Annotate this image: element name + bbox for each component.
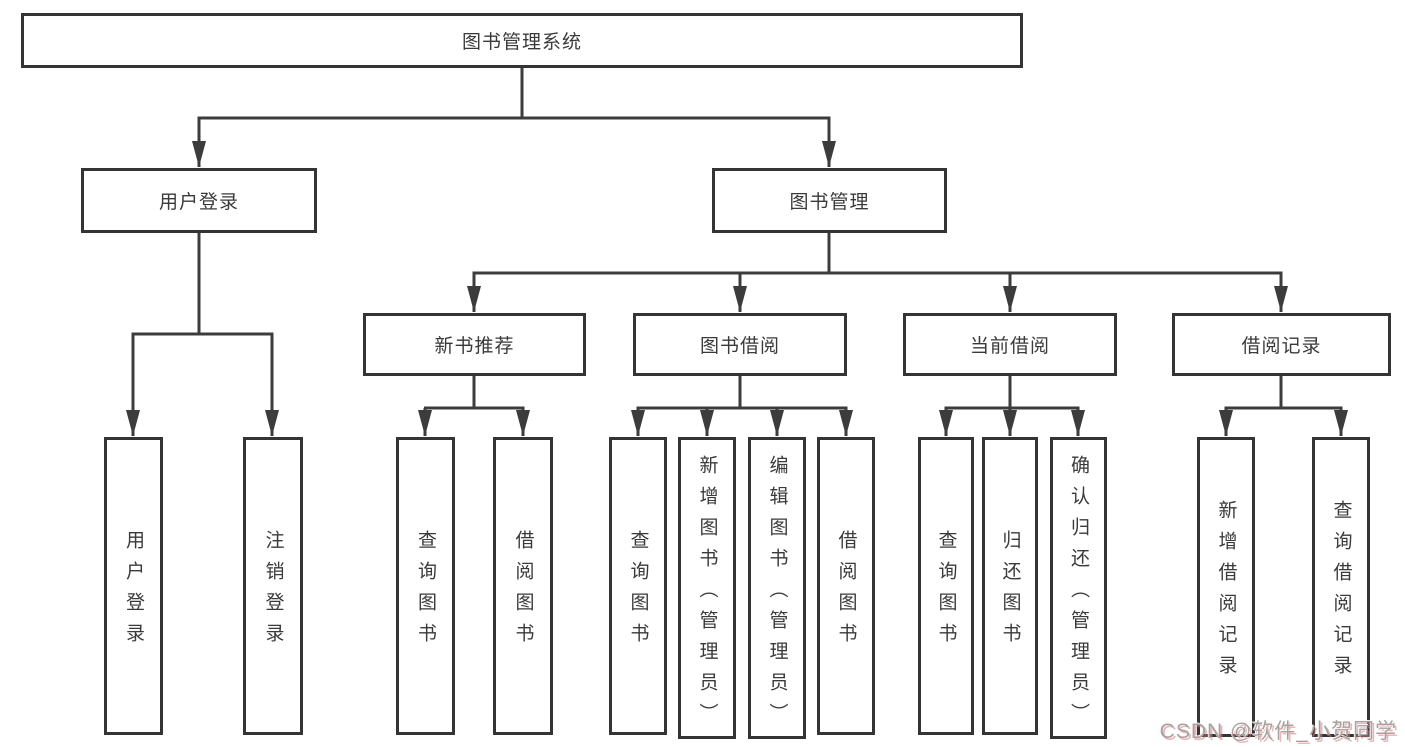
leaf-query-borrow-record: 查询借阅记录 [1312, 437, 1370, 737]
leaf-label: 编辑图书（管理员） [766, 454, 788, 734]
connector-current-borrow-to-leaves [939, 376, 1085, 436]
leaf-query-books-current: 查询图书 [918, 437, 974, 735]
leaf-borrow-books: 借阅图书 [817, 437, 875, 735]
node-new-book-recommend: 新书推荐 [363, 313, 586, 376]
node-label: 当前借阅 [969, 336, 1050, 357]
leaf-label: 查询图书 [935, 530, 957, 654]
node-root-system: 图书管理系统 [21, 13, 1023, 68]
leaf-add-books-admin: 新增图书（管理员） [678, 437, 736, 739]
leaf-logout-login: 注销登录 [243, 437, 303, 735]
leaf-label: 归还图书 [999, 530, 1021, 654]
leaf-return-books: 归还图书 [982, 437, 1038, 735]
leaf-edit-books-admin: 编辑图书（管理员） [748, 437, 806, 739]
node-book-management: 图书管理 [712, 168, 947, 233]
node-book-borrow: 图书借阅 [633, 313, 847, 376]
leaf-label: 查询借阅记录 [1330, 500, 1352, 686]
node-user-login: 用户登录 [81, 168, 317, 233]
node-label: 图书管理 [789, 192, 870, 213]
leaf-confirm-return-admin: 确认归还（管理员） [1050, 437, 1107, 739]
leaf-label: 新增借阅记录 [1215, 500, 1237, 686]
node-current-borrow: 当前借阅 [903, 313, 1117, 376]
leaf-query-books-borrow: 查询图书 [609, 437, 667, 735]
node-borrow-records: 借阅记录 [1172, 313, 1391, 376]
connector-root-to-level2 [192, 68, 836, 167]
node-label: 借阅记录 [1241, 336, 1322, 357]
leaf-add-borrow-record: 新增借阅记录 [1197, 437, 1255, 737]
node-label: 新书推荐 [434, 336, 515, 357]
connector-new-book-to-leaves [418, 376, 530, 436]
node-label: 用户登录 [158, 192, 239, 213]
leaf-user-login: 用户登录 [104, 437, 163, 735]
node-label: 图书借阅 [699, 336, 780, 357]
leaf-label: 确认归还（管理员） [1068, 454, 1089, 734]
leaf-label: 查询图书 [627, 530, 649, 654]
connector-book-management-to-level3 [467, 233, 1288, 312]
leaf-label: 新增图书（管理员） [696, 454, 718, 734]
connector-book-borrow-to-leaves [631, 376, 853, 436]
csdn-watermark: CSDN @软件_小贺同学 [1159, 720, 1397, 743]
leaf-label: 借阅图书 [835, 530, 857, 654]
leaf-query-books-recommend: 查询图书 [396, 437, 455, 735]
leaf-label: 用户登录 [123, 530, 144, 654]
leaf-label: 查询图书 [415, 530, 436, 654]
connector-user-login-to-leaves [126, 233, 279, 436]
leaf-label: 借阅图书 [512, 530, 534, 654]
leaf-label: 注销登录 [262, 530, 284, 654]
connector-borrow-records-to-leaves [1219, 376, 1348, 436]
leaf-borrow-books-recommend: 借阅图书 [493, 437, 553, 735]
node-label: 图书管理系统 [461, 32, 582, 53]
